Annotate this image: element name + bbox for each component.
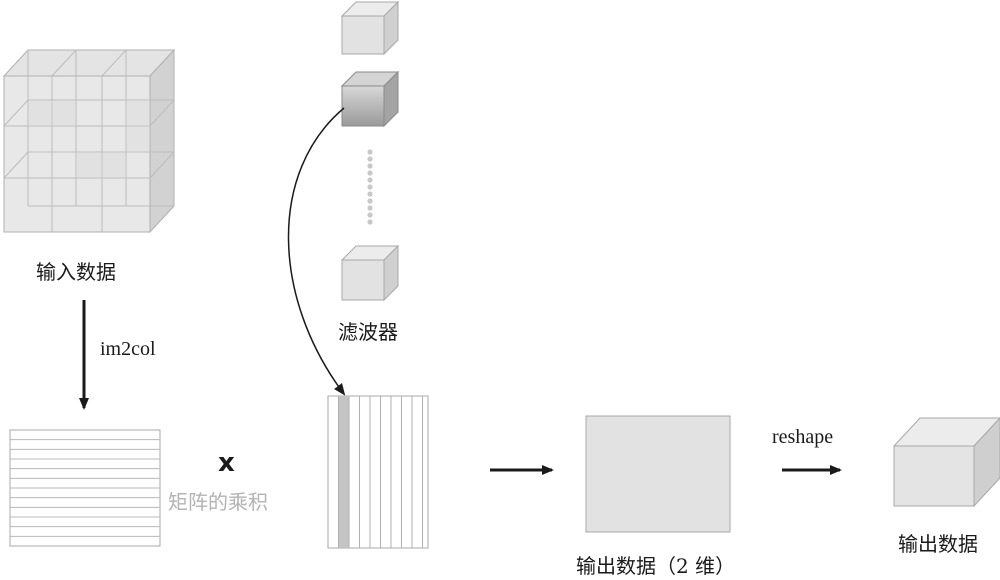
ellipsis-dot [367,163,373,169]
input-matrix [9,429,161,547]
matrix-product-label: 矩阵的乘积 [168,490,268,514]
output-2d-label: 输出数据（2 维） [576,554,736,578]
ellipsis-dot [367,198,373,204]
output-2d-matrix [585,415,731,533]
ellipsis-dots [367,149,373,225]
filter-label: 滤波器 [338,320,398,344]
filter-cube-n [340,244,400,302]
ellipsis-dot [367,170,373,176]
filter-matrix [327,395,429,549]
output-data-cube [892,417,1000,508]
ellipsis-dot [367,156,373,162]
ellipsis-dot [367,205,373,211]
ellipsis-dot [367,177,373,183]
reshape-label: reshape [772,426,834,448]
filter-cubes [340,0,400,302]
input-data-block [2,48,176,234]
multiply-symbol: x [218,448,235,478]
im2col-label: im2col [100,338,156,360]
output-data-label: 输出数据 [898,532,978,556]
ellipsis-dot [367,219,373,225]
filter-to-column-arrow [287,107,346,396]
input-data-label: 输入数据 [36,260,116,284]
filter-cube-1 [340,0,400,56]
ellipsis-dot [367,149,373,155]
ellipsis-dot [367,191,373,197]
ellipsis-dot [367,212,373,218]
ellipsis-dot [367,184,373,190]
filter-cube-2 [340,70,400,128]
